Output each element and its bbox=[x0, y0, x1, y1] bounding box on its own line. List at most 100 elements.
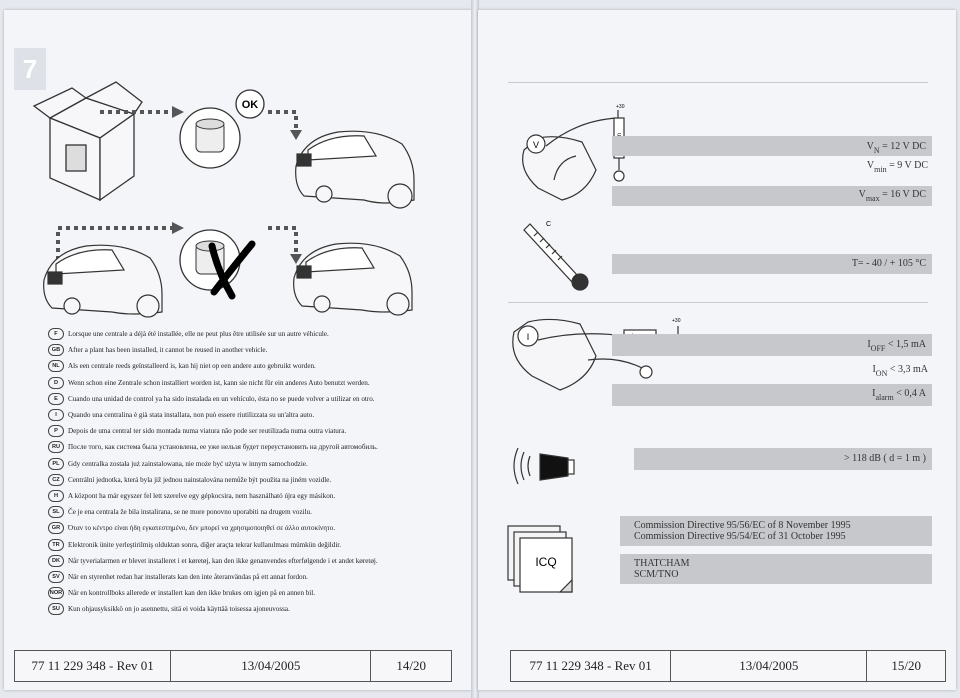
spec-vmax-sym: V bbox=[858, 189, 866, 200]
spec-ioff-sub: OFF bbox=[870, 344, 886, 353]
right-footer: 77 11 229 348 - Rev 01 13/04/2005 15/20 bbox=[510, 650, 946, 682]
language-text: После того, как система была установлена… bbox=[68, 443, 378, 452]
car-icon bbox=[293, 242, 413, 316]
ok-label: OK bbox=[242, 99, 259, 111]
ammeter-letter: I bbox=[527, 332, 530, 342]
language-text: Quando una centralina è già stata instal… bbox=[68, 411, 315, 420]
language-text: Når en kontrollboks allerede er installe… bbox=[68, 589, 316, 598]
spec-ion-val: < 3,3 mA bbox=[889, 364, 928, 375]
language-code-badge: F bbox=[48, 328, 64, 341]
document-icon bbox=[507, 525, 573, 593]
left-page: 7 OK bbox=[4, 10, 472, 690]
left-footer: 77 11 229 348 - Rev 01 13/04/2005 14/20 bbox=[14, 650, 452, 682]
icq-label: ICQ bbox=[535, 555, 556, 569]
language-row: D Wenn schon eine Zentrale schon installi… bbox=[48, 375, 458, 391]
book-spine bbox=[471, 0, 479, 698]
control-unit-rejected bbox=[179, 229, 256, 300]
spec-vmax-sub: max bbox=[865, 194, 880, 203]
spec-vmax-val: = 16 V DC bbox=[882, 189, 926, 200]
directive-2: Commission Directive 95/54/EC of 31 Octo… bbox=[634, 531, 846, 542]
right-page: V +30 alarm C I +30 alarm bbox=[478, 10, 956, 690]
spec-vn-sym: V bbox=[866, 141, 874, 152]
language-code-badge: RU bbox=[48, 441, 64, 454]
language-text: Als een centrale reeds geïnstalleerd is,… bbox=[68, 362, 316, 371]
language-code-badge: D bbox=[48, 376, 64, 389]
spec-ialarm-val: < 0,4 A bbox=[896, 388, 926, 399]
spec-vmin-sym: V bbox=[866, 160, 875, 171]
spec-temperature: T= - 40 / + 105 °C bbox=[612, 254, 932, 274]
spec-vmin: Vmin = 9 V DC bbox=[866, 160, 928, 174]
language-code-badge: I bbox=[48, 409, 64, 422]
language-row: I Quando una centralina è già stata insta… bbox=[48, 407, 458, 423]
cert-1: THATCHAM bbox=[634, 558, 690, 569]
directives-box: Commission Directive 95/56/EC of 8 Novem… bbox=[620, 516, 932, 546]
box-icon bbox=[32, 81, 143, 202]
spec-ioff-val: < 1,5 mA bbox=[887, 339, 926, 350]
footer-date-right: 13/04/2005 bbox=[671, 651, 868, 681]
voltmeter-icon bbox=[522, 110, 625, 201]
footer-date: 13/04/2005 bbox=[171, 651, 372, 681]
language-text: Depois de uma central ter sido montada n… bbox=[68, 427, 347, 436]
car-icon bbox=[295, 130, 415, 209]
plus30-label: +30 bbox=[616, 104, 625, 110]
cross-icon bbox=[208, 240, 256, 300]
language-row: CZ Centrální jednotka, která byla již jed… bbox=[48, 472, 458, 488]
spec-ion-sub: ON bbox=[875, 369, 888, 378]
language-code-badge: SV bbox=[48, 570, 64, 583]
car-icon bbox=[43, 244, 163, 318]
cert-2: SCM/TNO bbox=[634, 569, 679, 580]
spec-ion: ION < 3,3 mA bbox=[872, 364, 928, 378]
language-row: DK Når tyverialarmen er blevet installere… bbox=[48, 553, 458, 569]
language-code-badge: H bbox=[48, 489, 64, 502]
spec-vn-sub: N bbox=[873, 146, 880, 155]
language-code-badge: CZ bbox=[48, 473, 64, 486]
spec-sound: > 118 dB ( d = 1 m ) bbox=[634, 448, 932, 470]
spec-sound-val: > 118 dB ( d = 1 m ) bbox=[843, 453, 926, 464]
thermometer-c-label: C bbox=[546, 221, 551, 228]
spec-temperature-val: T= - 40 / + 105 °C bbox=[851, 258, 926, 269]
reuse-illustration: OK bbox=[32, 81, 415, 318]
language-row: TR Elektronik ünite yerleştirilmiş oldukt… bbox=[48, 536, 458, 552]
language-code-badge: PL bbox=[48, 457, 64, 470]
spec-vmin-val: = 9 V DC bbox=[889, 160, 928, 171]
spec-ioff-sym: I bbox=[867, 339, 871, 350]
spec-ialarm: Ialarm < 0,4 A bbox=[612, 384, 932, 406]
footer-ref-right: 77 11 229 348 - Rev 01 bbox=[511, 651, 672, 681]
footer-ref: 77 11 229 348 - Rev 01 bbox=[15, 651, 172, 681]
directive-1: Commission Directive 95/56/EC of 8 Novem… bbox=[634, 520, 851, 531]
spec-ialarm-sub: alarm bbox=[875, 393, 894, 402]
spec-vn: VN = 12 V DC bbox=[612, 136, 932, 156]
language-code-badge: NL bbox=[48, 360, 64, 373]
language-code-badge: GR bbox=[48, 522, 64, 535]
language-row: RU После того, как система была установле… bbox=[48, 439, 458, 455]
language-text: Når tyverialarmen er blevet installeret … bbox=[68, 556, 378, 565]
language-text: Cuando una unidad de control ya ha sido … bbox=[68, 394, 375, 403]
language-row: GB After a plant has been installed, it c… bbox=[48, 342, 458, 358]
language-row: PL Gdy centralka została już zainstalowan… bbox=[48, 456, 458, 472]
language-text: After a plant has been installed, it can… bbox=[68, 346, 268, 355]
language-text: Gdy centralka została już zainstalowana,… bbox=[68, 459, 308, 468]
language-code-badge: NOR bbox=[48, 587, 64, 600]
language-code-badge: TR bbox=[48, 538, 64, 551]
spec-ialarm-sym: I bbox=[872, 388, 876, 399]
spec-vn-val: = 12 V DC bbox=[882, 141, 926, 152]
footer-page-right: 15/20 bbox=[891, 658, 921, 673]
language-code-badge: SU bbox=[48, 603, 64, 616]
footer-page: 14/20 bbox=[396, 658, 426, 673]
language-text: Elektronik ünite yerleştirilmiş olduktan… bbox=[68, 540, 342, 549]
language-code-badge: GB bbox=[48, 344, 64, 357]
language-text: Če je ena centrala že bila instalirana, … bbox=[68, 508, 312, 517]
language-text: Όταν το κέντρο είναι ήδη εγκατεστημένο, … bbox=[68, 524, 336, 533]
language-text: Wenn schon eine Zentrale schon installie… bbox=[68, 378, 370, 387]
language-text: Centrální jednotka, která byla již jedno… bbox=[68, 475, 332, 484]
language-row: NL Als een centrale reeds geïnstalleerd i… bbox=[48, 358, 458, 374]
spec-vmin-sub: min bbox=[874, 165, 887, 174]
plus30-label-2: +30 bbox=[672, 318, 681, 324]
language-code-badge: DK bbox=[48, 554, 64, 567]
